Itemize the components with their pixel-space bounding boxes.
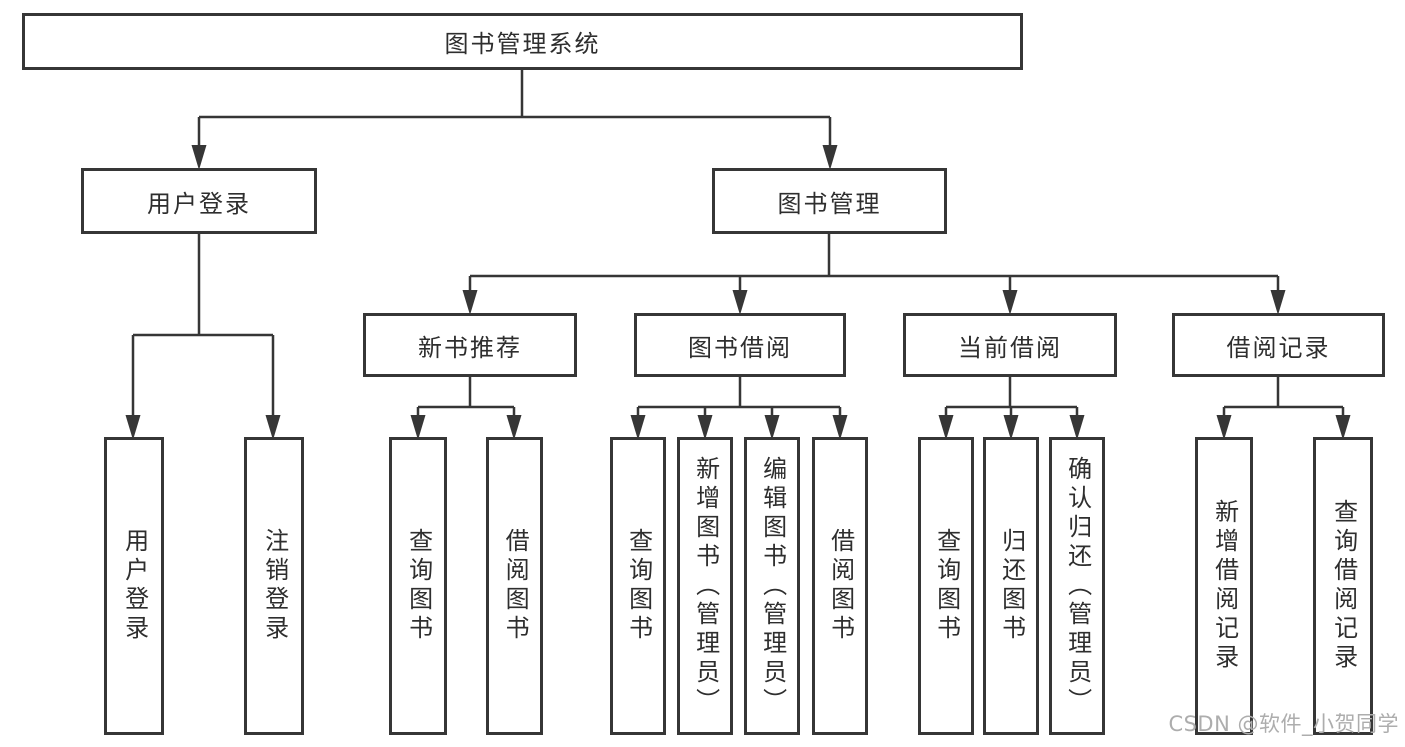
csdn-watermark: CSDN @软件_小贺同学 (1168, 712, 1399, 736)
leaf-user-login: 用户登录 (104, 437, 164, 735)
arrowheads (125, 145, 1351, 440)
node-root-label: 图书管理系统 (444, 30, 601, 58)
arrow-down-icon (764, 415, 780, 440)
arrow-down-icon (1270, 290, 1286, 315)
leaf-query-books-current-label: 查询图书 (932, 528, 961, 644)
leaf-query-books-borrow-label: 查询图书 (624, 528, 653, 644)
arrow-down-icon (822, 145, 838, 170)
node-borrow-records-label: 借阅记录 (1226, 333, 1331, 362)
connector-borrow-record-children (1222, 377, 1345, 420)
leaf-borrow-books-recommend-label: 借阅图书 (501, 528, 530, 644)
node-book-management-label: 图书管理 (777, 189, 882, 218)
arrow-down-icon (1069, 415, 1085, 440)
node-new-book-recommend-label: 新书推荐 (418, 333, 522, 362)
leaf-return-book: 归还图书 (983, 437, 1039, 735)
arrow-down-icon (410, 415, 426, 440)
connector-new-book-children (416, 377, 516, 420)
leaf-edit-book-admin: 编辑图书（管理员） (744, 437, 800, 735)
leaf-confirm-return-admin: 确认归还（管理员） (1049, 437, 1105, 735)
leaf-user-login-label: 用户登录 (120, 528, 149, 644)
node-root: 图书管理系统 (22, 13, 1023, 70)
arrow-down-icon (462, 290, 478, 315)
leaf-logout-label: 注销登录 (260, 528, 289, 644)
leaf-add-borrow-record-label: 新增借阅记录 (1210, 499, 1239, 673)
leaf-query-borrow-record-label: 查询借阅记录 (1329, 499, 1358, 673)
node-user-login: 用户登录 (81, 168, 317, 234)
leaf-confirm-return-admin-label: 确认归还（管理员） (1063, 455, 1092, 717)
node-book-borrow: 图书借阅 (634, 313, 846, 377)
arrow-down-icon (1335, 415, 1351, 440)
node-new-book-recommend: 新书推荐 (363, 313, 577, 377)
arrow-down-icon (832, 415, 848, 440)
leaf-borrow-books-2-label: 借阅图书 (826, 528, 855, 644)
node-current-borrow-label: 当前借阅 (958, 333, 1062, 362)
leaf-borrow-books-2: 借阅图书 (812, 437, 868, 735)
node-book-management: 图书管理 (712, 168, 947, 234)
arrow-down-icon (732, 290, 748, 315)
arrow-down-icon (630, 415, 646, 440)
arrow-down-icon (1216, 415, 1232, 440)
leaf-query-borrow-record: 查询借阅记录 (1313, 437, 1373, 735)
leaf-logout: 注销登录 (244, 437, 304, 735)
leaf-return-book-label: 归还图书 (997, 528, 1026, 644)
connector-book-mgmt-children (468, 234, 1280, 295)
arrow-down-icon (191, 145, 207, 170)
arrow-down-icon (697, 415, 713, 440)
leaf-query-books-borrow: 查询图书 (610, 437, 666, 735)
leaf-add-book-admin-label: 新增图书（管理员） (691, 455, 720, 717)
leaf-add-book-admin: 新增图书（管理员） (677, 437, 733, 735)
arrow-down-icon (125, 415, 141, 440)
leaf-edit-book-admin-label: 编辑图书（管理员） (758, 455, 787, 717)
connector-root-to-level2 (197, 70, 832, 150)
arrow-down-icon (506, 415, 522, 440)
connector-current-borrow-children (944, 377, 1079, 420)
leaf-query-books-current: 查询图书 (918, 437, 974, 735)
leaf-query-books-recommend-label: 查询图书 (404, 528, 433, 644)
arrow-down-icon (938, 415, 954, 440)
leaf-query-books-recommend: 查询图书 (389, 437, 447, 735)
node-borrow-records: 借阅记录 (1172, 313, 1385, 377)
connector-book-borrow-children (636, 377, 842, 420)
leaf-borrow-books-recommend: 借阅图书 (486, 437, 543, 735)
connector-user-login-children (131, 234, 275, 420)
arrow-down-icon (265, 415, 281, 440)
arrow-down-icon (1003, 415, 1019, 440)
leaf-add-borrow-record: 新增借阅记录 (1195, 437, 1253, 735)
node-book-borrow-label: 图书借阅 (688, 333, 792, 362)
arrow-down-icon (1002, 290, 1018, 315)
node-user-login-label: 用户登录 (147, 189, 251, 218)
node-current-borrow: 当前借阅 (903, 313, 1117, 377)
